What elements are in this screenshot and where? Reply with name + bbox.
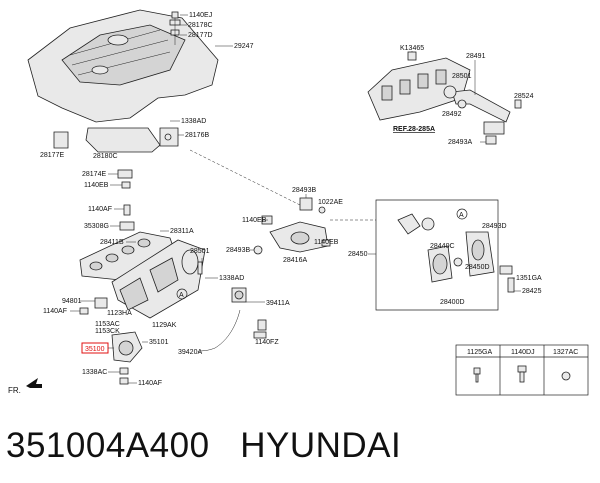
label-1338ad-top: 1338AD xyxy=(181,118,206,125)
label-28493a: 28493A xyxy=(448,139,472,146)
cover-bolt-stack xyxy=(169,11,181,45)
throttle-body xyxy=(79,297,143,385)
label-28501-a: 28501 xyxy=(190,248,210,255)
exploded-parts-diagram: 1140EJ 28178C 28177D 29247 1338AD 28176B… xyxy=(8,9,589,396)
label-28501-b: 28501 xyxy=(452,73,472,80)
caption: 351004A400 HYUNDAI xyxy=(6,424,596,468)
direction-label: FR. xyxy=(8,386,21,395)
label-28493b-b: 28493B xyxy=(226,247,250,254)
label-28493b: 28493B xyxy=(292,187,316,194)
label-28178c: 28178C xyxy=(188,22,213,29)
label-28174e: 28174E xyxy=(82,171,106,178)
label-28311a: 28311A xyxy=(170,228,194,235)
label-35101: 35101 xyxy=(149,339,169,346)
egr-cooler-box xyxy=(375,199,515,311)
label-28493d: 28493D xyxy=(482,223,507,230)
label-1153ac: 1153AC xyxy=(95,321,120,328)
engine-cover xyxy=(27,9,219,123)
label-28491: 28491 xyxy=(466,53,486,60)
label-39411a: 39411A xyxy=(266,300,290,307)
label-39420a: 39420A xyxy=(178,349,202,356)
sensor-harness xyxy=(197,287,267,353)
label-1129ak: 1129AK xyxy=(152,322,177,329)
label-28180c: 28180C xyxy=(93,153,118,160)
circle-a-right: A xyxy=(459,212,464,219)
label-28416a: 28416A xyxy=(283,257,307,264)
cover-bracket xyxy=(53,127,179,153)
label-29247: 29247 xyxy=(234,43,254,50)
table-header-1327ac: 1327AC xyxy=(553,349,578,356)
label-1338ad-mid: 1338AD xyxy=(219,275,244,282)
label-1140af-a: 1140AF xyxy=(88,206,112,213)
label-28450d: 28450D xyxy=(465,264,490,271)
label-1140fz: 1140FZ xyxy=(255,339,279,346)
label-28524: 28524 xyxy=(514,93,534,100)
label-1140ej: 1140EJ xyxy=(189,12,212,19)
exhaust-manifold xyxy=(367,51,522,145)
label-1140eb-right: 1140EB xyxy=(314,239,339,246)
intake-manifold xyxy=(79,204,206,319)
circle-a-left: A xyxy=(179,292,184,299)
label-1338ac: 1338AC xyxy=(82,369,107,376)
label-1022ae: 1022AE xyxy=(318,199,343,206)
label-35100-highlighted: 35100 xyxy=(85,346,105,353)
label-28411b: 28411B xyxy=(100,239,124,246)
label-28492: 28492 xyxy=(442,111,462,118)
label-ref-28-285a: REF.28-285A xyxy=(393,126,435,133)
table-header-1140dj: 1140DJ xyxy=(511,349,535,356)
label-1153ck: 1153CK xyxy=(95,328,120,335)
label-1140af-b: 1140AF xyxy=(43,308,67,315)
label-1140eb-left: 1140EB xyxy=(84,182,109,189)
front-direction-arrow-icon xyxy=(26,378,42,388)
fastener-table xyxy=(455,344,589,396)
label-1351ga: 1351GA xyxy=(516,275,542,282)
label-28440c: 28440C xyxy=(430,243,455,250)
part-number: 351004A400 xyxy=(6,426,210,465)
label-28400d: 28400D xyxy=(440,299,465,306)
table-header-1125ga: 1125GA xyxy=(467,349,492,356)
label-1140af-c: 1140AF xyxy=(138,380,162,387)
label-1123ha: 1123HA xyxy=(107,310,132,317)
label-28177e: 28177E xyxy=(40,152,64,159)
label-28177d: 28177D xyxy=(188,32,213,39)
label-28176b: 28176B xyxy=(185,132,209,139)
label-35308g: 35308G xyxy=(84,223,109,230)
label-k13465: K13465 xyxy=(400,45,424,52)
label-1140eb-mid: 1140EB xyxy=(242,217,267,224)
brand-name: HYUNDAI xyxy=(240,426,402,465)
label-28450: 28450 xyxy=(348,251,368,258)
label-94801: 94801 xyxy=(62,298,82,305)
label-28425: 28425 xyxy=(522,288,542,295)
